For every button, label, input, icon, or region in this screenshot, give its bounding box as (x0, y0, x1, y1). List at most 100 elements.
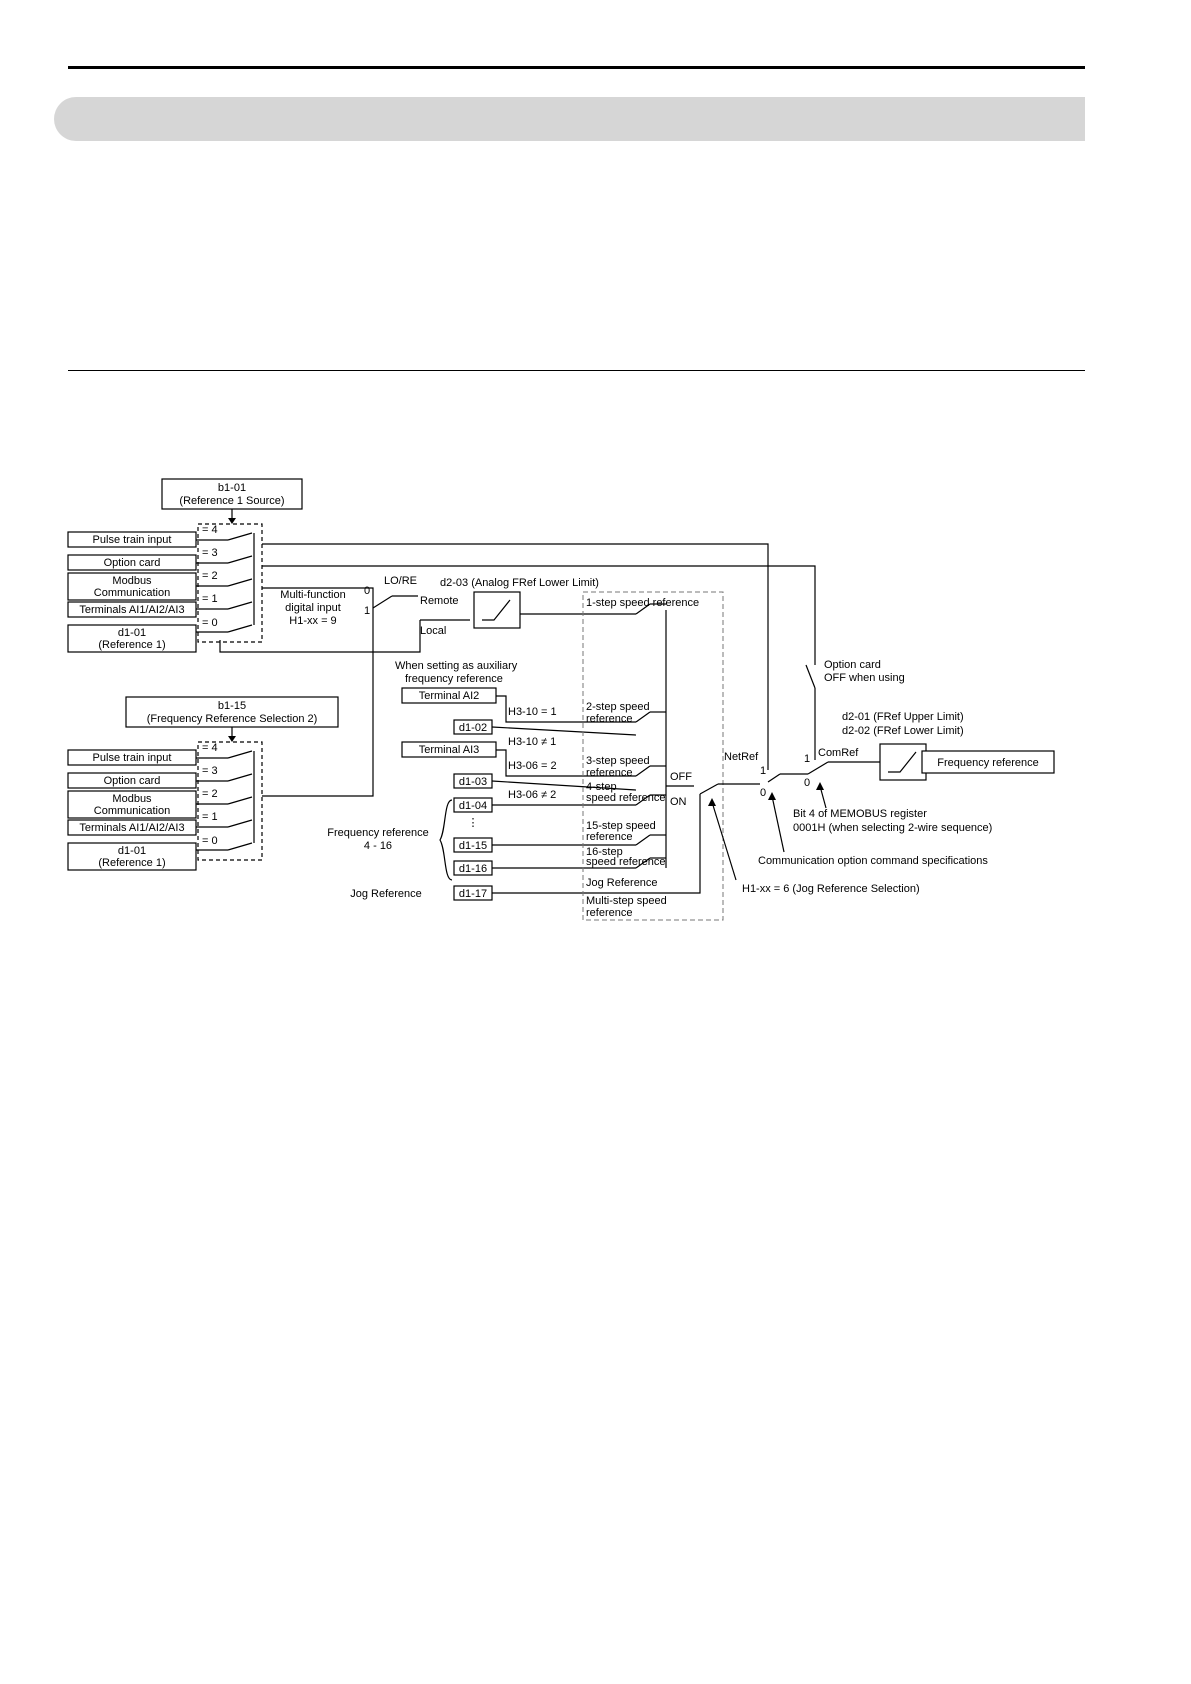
sel1-eq2: = 2 (202, 570, 218, 582)
d203-limiter-block (473, 591, 521, 629)
d102-wire (491, 726, 637, 736)
input-group-1: Pulse train input Option card Modbus Com… (67, 531, 197, 653)
d102: d1-02 (459, 722, 487, 734)
b115-subtitle: (Frequency Reference Selection 2) (147, 713, 318, 725)
h1-jog-arrow-line (711, 801, 737, 881)
sel2-eq3: = 3 (202, 765, 218, 777)
sel1-eq0: = 0 (202, 617, 218, 629)
step-jog: Jog Reference (586, 877, 658, 889)
wires (219, 543, 816, 797)
step3a: 3-step speed (586, 755, 650, 767)
sel2-eq4: = 4 (202, 742, 218, 754)
input2-pulse-train: Pulse train input (93, 752, 172, 764)
ai2-wire (496, 695, 636, 723)
sel1-eq4: = 4 (202, 524, 218, 536)
selector-1-contacts (196, 532, 255, 633)
selector-2-contacts (196, 750, 255, 851)
input1-d101-2: (Reference 1) (98, 639, 165, 651)
lore-zero: 0 (364, 585, 370, 597)
freq-ref-group-line2: 4 - 16 (364, 840, 392, 852)
lore-remote: Remote (420, 595, 459, 607)
mfdi-line2: digital input (285, 602, 341, 614)
step4a: 4-step (586, 781, 617, 793)
netref-one: 1 (760, 765, 766, 777)
mfdi-line1: Multi-function (280, 589, 345, 601)
d117: d1-17 (459, 888, 487, 900)
jog-off-label: OFF (670, 771, 692, 783)
d203-label: d2-03 (Analog FRef Lower Limit) (440, 577, 599, 589)
multistep-labels: 1-step speed reference 2-step speed refe… (586, 597, 699, 919)
section-header-band (54, 97, 1085, 141)
input2-option-card: Option card (104, 775, 161, 787)
sel1-eq3: = 3 (202, 547, 218, 559)
b115-box: b1-15 (Frequency Reference Selection 2) (125, 696, 339, 742)
comm-spec-arrow-head (768, 792, 776, 800)
step3b: reference (586, 767, 632, 779)
input1-d101: d1-01 (118, 627, 146, 639)
step4b: speed reference (586, 792, 666, 804)
d104: d1-04 (459, 800, 487, 812)
jog-on-label: ON (670, 796, 687, 808)
h306-ne: H3-06 ≠ 2 (508, 789, 556, 801)
freq-ref-group-line1: Frequency reference (327, 827, 429, 839)
mfdi-line3: H1-xx = 9 (289, 615, 336, 627)
netref-zero: 0 (760, 787, 766, 799)
lore-title: LO/RE (384, 575, 417, 587)
h1-jog-label: H1-xx = 6 (Jog Reference Selection) (742, 883, 920, 895)
frequency-reference-output-box (921, 750, 1055, 774)
netref-switch (767, 773, 781, 783)
comref-one: 1 (804, 753, 810, 765)
d103: d1-03 (459, 776, 487, 788)
frequency-ref-brace (439, 799, 453, 881)
input2-d101-2: (Reference 1) (98, 857, 165, 869)
input1-terminals: Terminals AI1/AI2/AI3 (79, 604, 184, 616)
selector-2-frame (197, 741, 263, 861)
b101-title: b1-01 (218, 482, 246, 494)
jog-reference-label: Jog Reference (350, 888, 422, 900)
d116: d1-16 (459, 863, 487, 875)
selector-1-labels: = 4 = 3 = 2 = 1 = 0 (202, 524, 218, 629)
selector-2-labels: = 4 = 3 = 2 = 1 = 0 (202, 742, 218, 847)
bit4-arrow-head (816, 782, 824, 790)
multistep-frame (582, 591, 724, 921)
input2-modbus: Modbus (112, 793, 152, 805)
mfdi-label: Multi-function digital input H1-xx = 9 (280, 589, 345, 627)
input1-modbus-2: Communication (94, 587, 170, 599)
multistep-b: reference (586, 907, 632, 919)
comref-switch (807, 761, 829, 775)
h1-jog-arrow-head (708, 798, 716, 806)
step2a: 2-step speed (586, 701, 650, 713)
input-group-2: Pulse train input Option card Modbus Com… (67, 749, 197, 871)
d103-wire (491, 780, 637, 791)
input1-modbus: Modbus (112, 575, 152, 587)
fref-limiter-icon (888, 751, 917, 773)
step1: 1-step speed reference (586, 597, 699, 609)
sel1-eq1: = 1 (202, 593, 218, 605)
jog-switch (699, 783, 719, 795)
comm-spec-label: Communication option command specificati… (758, 855, 988, 867)
step16a: 16-step (586, 846, 623, 858)
top-rule (68, 66, 1085, 69)
d201-label: d2-01 (FRef Upper Limit) (842, 711, 964, 723)
bit4-line1: Bit 4 of MEMOBUS register (793, 808, 927, 820)
ai3-wire (496, 749, 636, 777)
section-divider (68, 370, 1085, 371)
step2b: reference (586, 713, 632, 725)
option-card-switch (805, 664, 816, 689)
h306-eq: H3-06 = 2 (508, 760, 557, 772)
terminal-ai2: Terminal AI2 (419, 690, 480, 702)
selector-1-frame (197, 523, 263, 643)
aux-line1: When setting as auxiliary (395, 660, 518, 672)
lore-switch: LO/RE 0 1 Remote Local (364, 575, 459, 637)
sel2-eq0: = 0 (202, 835, 218, 847)
d115: d1-15 (459, 840, 487, 852)
d203-limiter-icon (482, 599, 511, 621)
fref-limiter-block (879, 743, 927, 781)
d202-label: d2-02 (FRef Lower Limit) (842, 725, 964, 737)
comref-title: ComRef (818, 747, 859, 759)
frequency-reference-output: Frequency reference (937, 757, 1039, 769)
step-switches (635, 603, 694, 869)
bit4-line2: 0001H (when selecting 2-wire sequence) (793, 822, 992, 834)
input2-modbus-2: Communication (94, 805, 170, 817)
ellipsis-dots: ⋮ (468, 817, 479, 829)
